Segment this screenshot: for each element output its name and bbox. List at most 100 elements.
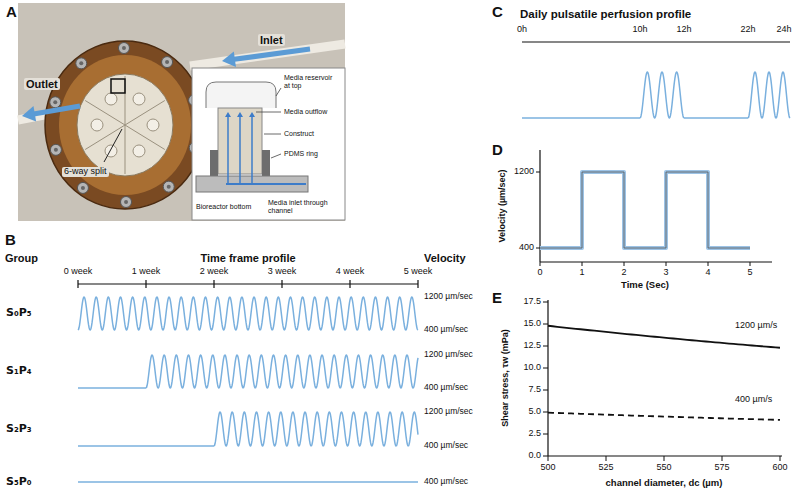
axis-tick-label: 1200 — [514, 167, 534, 177]
flow-arrow-head — [225, 112, 231, 117]
axis-tick-label: 600 — [772, 463, 787, 473]
steady-flow-line — [78, 387, 146, 389]
axis-tick — [543, 390, 548, 391]
port-label: Inlet — [258, 34, 285, 46]
axis-tick — [543, 368, 548, 369]
bolt — [163, 181, 174, 192]
axis-tick — [582, 262, 583, 266]
x-axis — [548, 455, 782, 456]
axis-tick — [606, 456, 607, 461]
column-heading: Group — [5, 252, 38, 264]
leader-line — [104, 129, 122, 162]
axis-tick-label: 500 — [540, 463, 555, 473]
panel-letter: C — [492, 4, 503, 21]
panel-letter: E — [492, 290, 502, 307]
axis-tick — [780, 456, 781, 461]
axis-tick-label: 3 week — [268, 267, 297, 277]
bolt-center — [122, 46, 126, 50]
axis-tick-label: 10.0 — [523, 363, 541, 373]
leader-line — [264, 134, 281, 135]
axis-tick-label: 12h — [676, 25, 691, 35]
axis-tick-label: 17.5 — [523, 297, 541, 307]
panel-letter: A — [6, 4, 17, 21]
axis-tick-label: 0.0 — [528, 451, 541, 461]
panel-letter: D — [492, 142, 503, 159]
bolt — [77, 182, 88, 193]
axis-tick-label: 0 — [537, 268, 542, 278]
axis-title: Velocity (µm/sec) — [498, 169, 508, 242]
group-label: S₀P₅ — [6, 307, 32, 319]
bolt — [121, 196, 132, 207]
axis-tick-label: 22h — [740, 25, 755, 35]
axis-tick — [536, 248, 540, 249]
split-channel — [125, 101, 165, 126]
bolt-center — [79, 61, 83, 65]
axis-tick-label: 575 — [714, 463, 729, 473]
bolt-center — [81, 186, 85, 190]
flow-arrow-head — [222, 52, 236, 67]
velocity-label: 400 µm/sec — [424, 325, 468, 334]
leader-line — [256, 112, 281, 113]
flow-arrow-head — [22, 106, 36, 121]
part-label: Media reservoir at top — [284, 74, 340, 89]
media-reservoir — [206, 82, 276, 108]
bolt — [162, 57, 173, 68]
axis-tick — [624, 262, 625, 266]
inlet-tube — [190, 44, 345, 66]
time-axis — [78, 283, 418, 284]
construct-well — [105, 93, 117, 105]
bolt-center — [165, 60, 169, 64]
group-label: S₂P₃ — [6, 423, 32, 435]
group-label: S₁P₄ — [6, 365, 32, 377]
time-axis — [522, 41, 790, 42]
part-label: Media inlet through channel — [268, 199, 342, 214]
axis-tick — [548, 456, 549, 461]
part-label: Media outflow — [284, 108, 340, 116]
y-axis — [547, 300, 548, 456]
flow-arrow — [32, 106, 80, 114]
pulsatile-wave — [146, 355, 418, 388]
axis-tick-label: 2 — [621, 268, 626, 278]
bolt — [50, 144, 61, 155]
flow-arrow — [227, 116, 229, 183]
axis-tick — [543, 346, 548, 347]
inlet-channel — [226, 183, 306, 185]
bolt — [50, 97, 61, 108]
axis-tick — [708, 262, 709, 266]
pulsatile-wave — [748, 72, 790, 118]
axis-tick-label: 5 — [747, 268, 752, 278]
axis-tick-label: 7.5 — [528, 385, 541, 395]
series-label: 1200 µm/s — [735, 321, 777, 331]
pulsatile-wave — [78, 297, 418, 330]
construct-well — [133, 145, 145, 157]
axis-tick — [664, 456, 665, 461]
axis-tick-label: 2 week — [200, 267, 229, 277]
axis-tick-label: 2.5 — [528, 429, 541, 439]
velocity-label: 400 µm/sec — [424, 477, 468, 486]
flow-arrow — [232, 49, 310, 60]
port-label: Outlet — [24, 78, 60, 90]
split-channel — [85, 125, 125, 150]
axis-tick — [722, 456, 723, 461]
velocity-label: 1200 µm/sec — [424, 407, 473, 416]
axis-tick-label: 3 — [663, 268, 668, 278]
flow-arrow — [251, 116, 253, 183]
panel-letter: B — [5, 232, 16, 249]
axis-tick-label: 0h — [517, 25, 527, 35]
construct-well — [105, 145, 117, 157]
axis-tick — [666, 262, 667, 266]
axis-tick — [543, 434, 548, 435]
axis-tick-label: 15.0 — [523, 319, 541, 329]
steady-flow-line — [78, 445, 214, 447]
axis-tick-label: 5.0 — [528, 407, 541, 417]
flow-arrow-head — [237, 112, 243, 117]
zoom-box — [111, 79, 125, 93]
pdms-ring — [210, 150, 218, 176]
axis-tick-label: 4 — [705, 268, 710, 278]
shear-curve — [548, 413, 780, 420]
bolt-center — [124, 200, 128, 204]
series-label: 400 µm/s — [735, 395, 772, 405]
axis-tick-label: 24h — [776, 25, 791, 35]
